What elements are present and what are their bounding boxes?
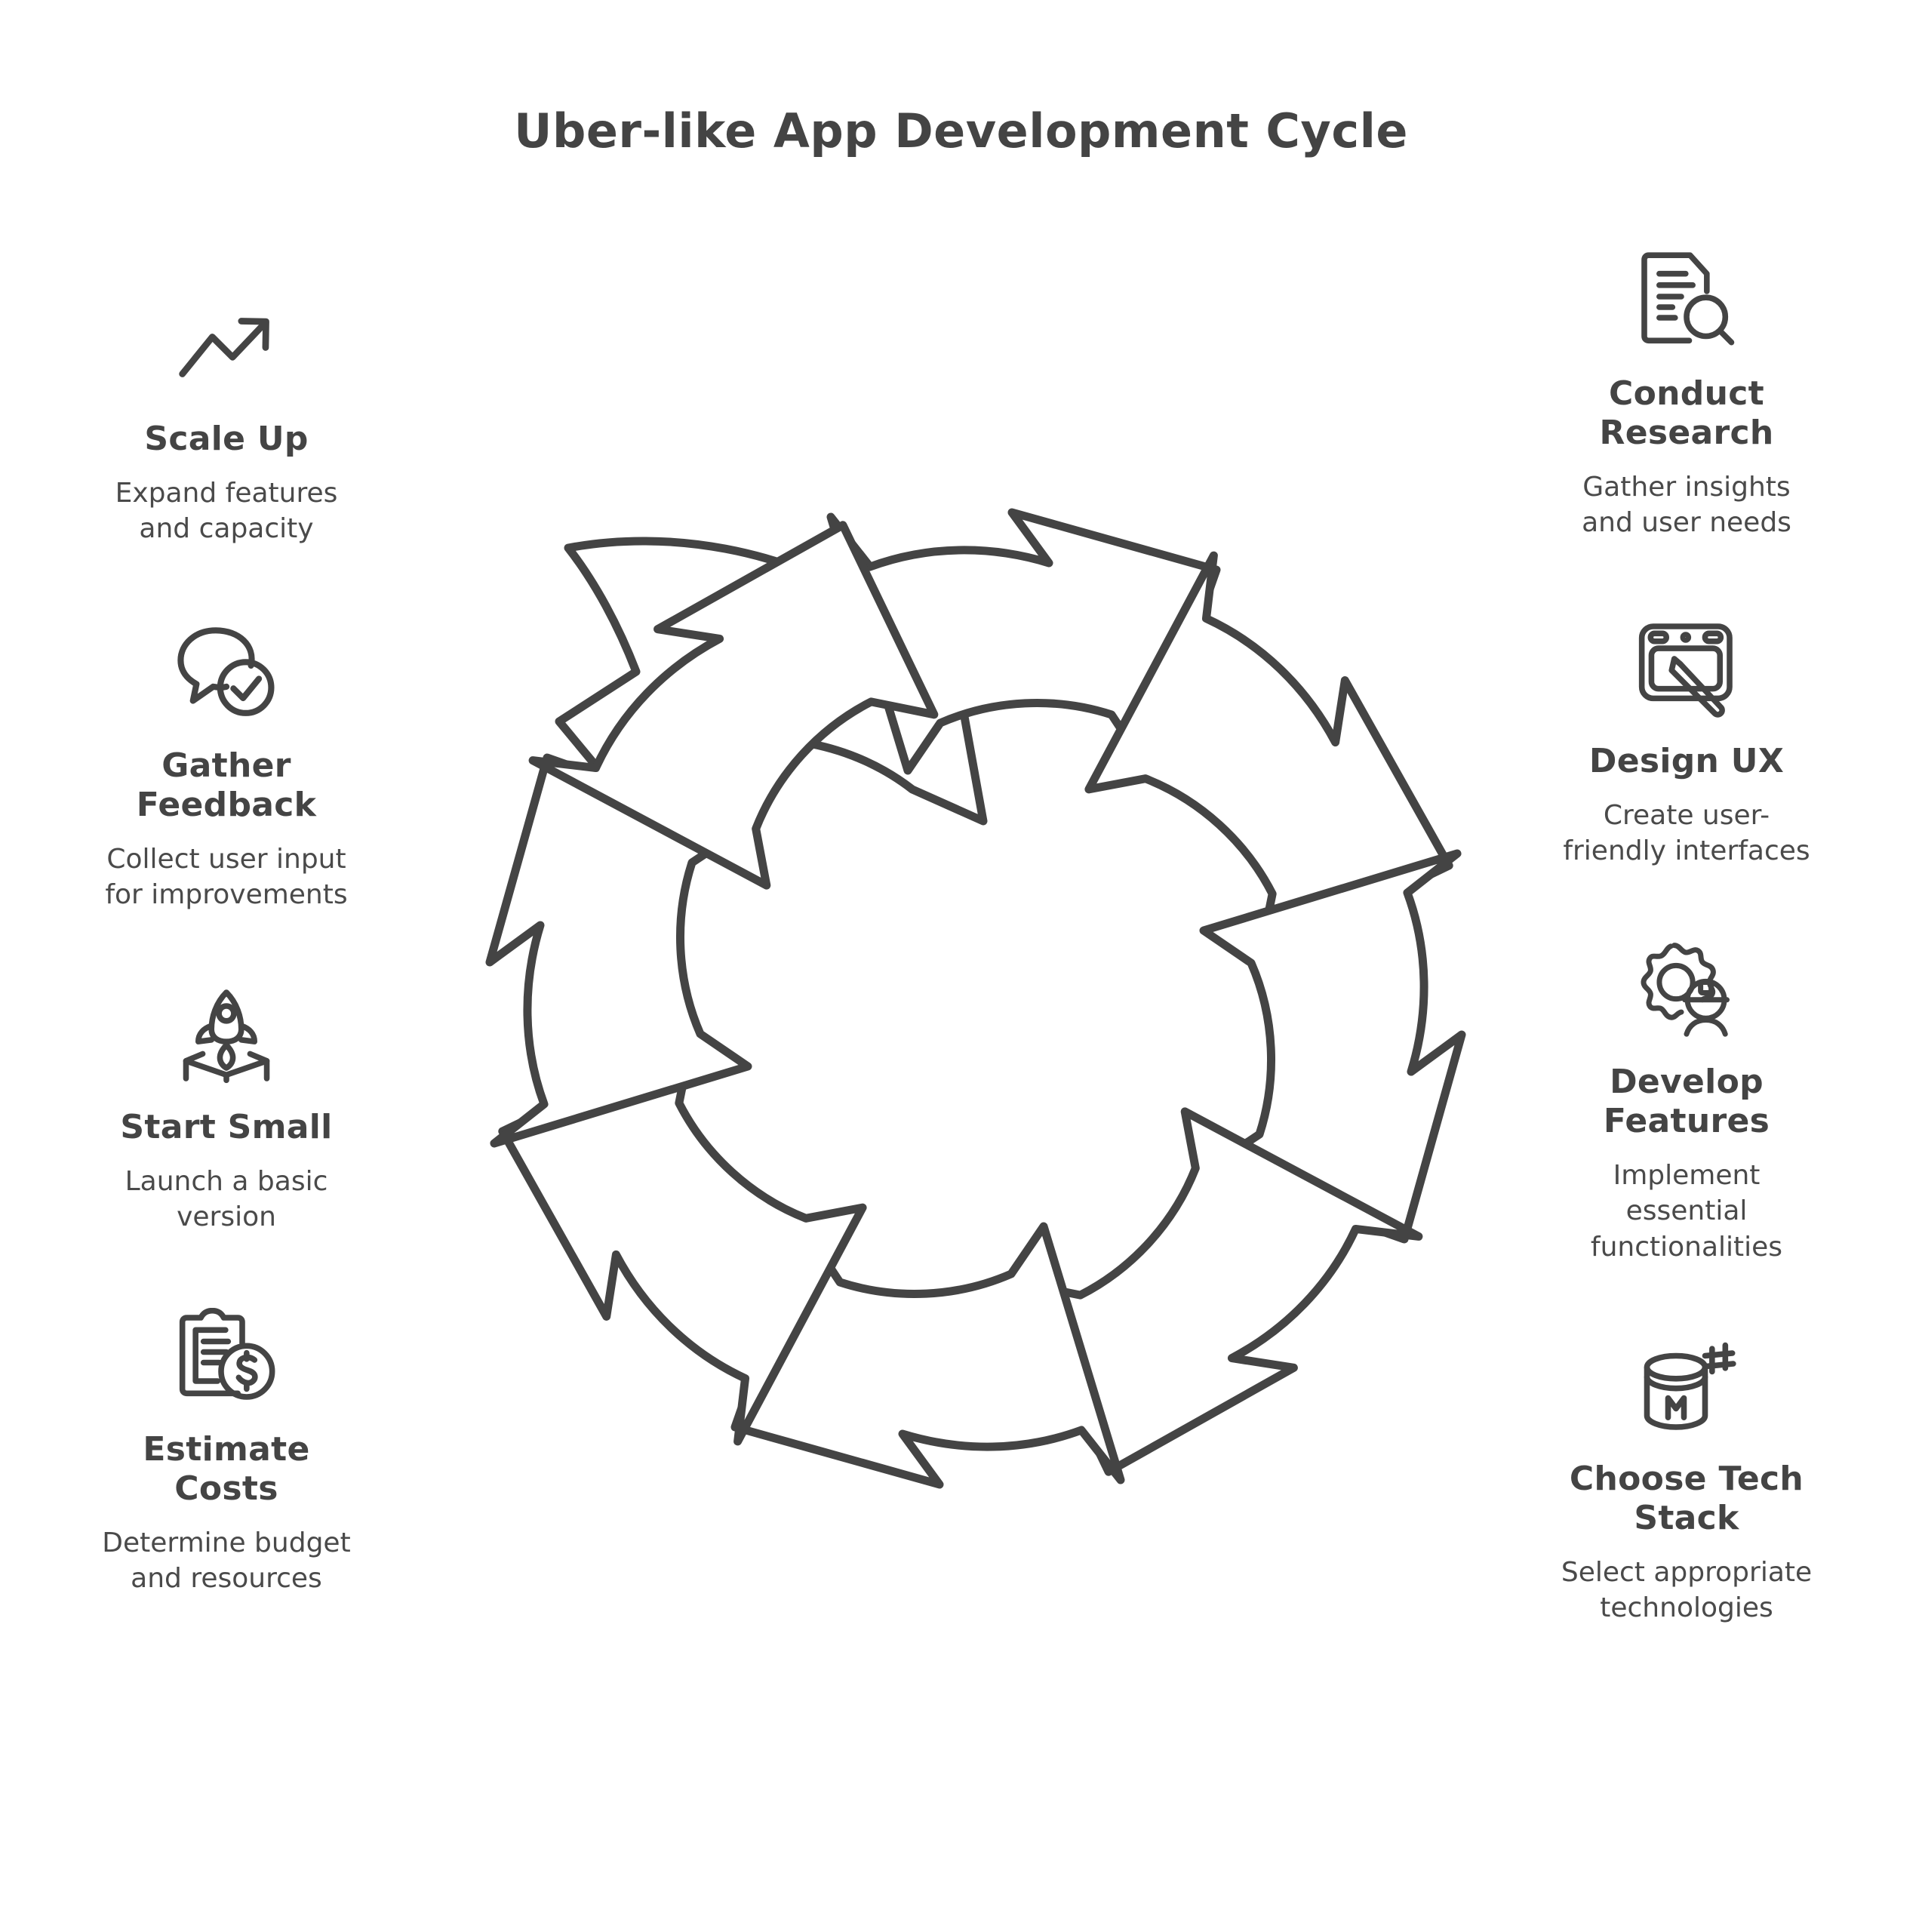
- right-steps-column: Conduct Research Gather insights and use…: [1475, 249, 1898, 1626]
- step-title: Scale Up: [144, 420, 309, 458]
- database-code-icon: [1630, 1334, 1743, 1440]
- step-title: Choose Tech Stack: [1569, 1460, 1804, 1538]
- step-title: Develop Features: [1603, 1062, 1770, 1140]
- step-description: Gather insights and user needs: [1582, 471, 1791, 539]
- cycle-arrow-1: [555, 537, 988, 841]
- step-design-ux: Design UX Create user- friendly interfac…: [1498, 617, 1875, 869]
- step-estimate-costs: Estimate Costs Determine budget and reso…: [38, 1305, 415, 1597]
- step-choose-tech-stack: Choose Tech Stack Select appropriate tec…: [1498, 1334, 1875, 1626]
- step-title: Gather Feedback: [136, 746, 317, 824]
- step-description: Implement essential functionalities: [1590, 1159, 1783, 1263]
- step-description: Launch a basic version: [125, 1165, 328, 1233]
- step-description: Select appropriate technologies: [1561, 1556, 1813, 1624]
- left-steps-column: Scale Up Expand features and capacity Ga…: [15, 249, 438, 1597]
- step-conduct-research: Conduct Research Gather insights and use…: [1498, 249, 1875, 541]
- cycle-arrow-ring: [485, 508, 1466, 1489]
- document-search-icon: [1630, 249, 1743, 355]
- step-title: Conduct Research: [1599, 374, 1774, 452]
- step-title: Start Small: [120, 1107, 333, 1146]
- trending-up-arrow-icon: [170, 294, 283, 400]
- cycle-arrow-8: [528, 521, 939, 890]
- step-description: Determine budget and resources: [102, 1527, 351, 1595]
- step-start-small: Start Small Launch a basic version: [38, 983, 415, 1235]
- step-gather-feedback: Gather Feedback Collect user input for i…: [38, 621, 415, 913]
- step-title: Estimate Costs: [143, 1429, 310, 1508]
- cycle-diagram: [447, 470, 1504, 1527]
- tablet-pencil-icon: [1630, 617, 1743, 722]
- step-description: Expand features and capacity: [115, 477, 338, 545]
- gear-worker-icon: [1630, 937, 1743, 1043]
- rocket-launch-icon: [170, 983, 283, 1088]
- step-description: Collect user input for improvements: [105, 843, 348, 911]
- step-title: Design UX: [1588, 741, 1785, 780]
- step-scale-up: Scale Up Expand features and capacity: [38, 294, 415, 547]
- speech-bubble-check-icon: [170, 621, 283, 727]
- cycle-arrows-svg: [485, 508, 1466, 1489]
- page-title: Uber-like App Development Cycle: [514, 103, 1408, 158]
- clipboard-dollar-icon: [170, 1305, 283, 1411]
- step-develop-features: Develop Features Implement essential fun…: [1498, 937, 1875, 1265]
- step-description: Create user- friendly interfaces: [1563, 799, 1810, 867]
